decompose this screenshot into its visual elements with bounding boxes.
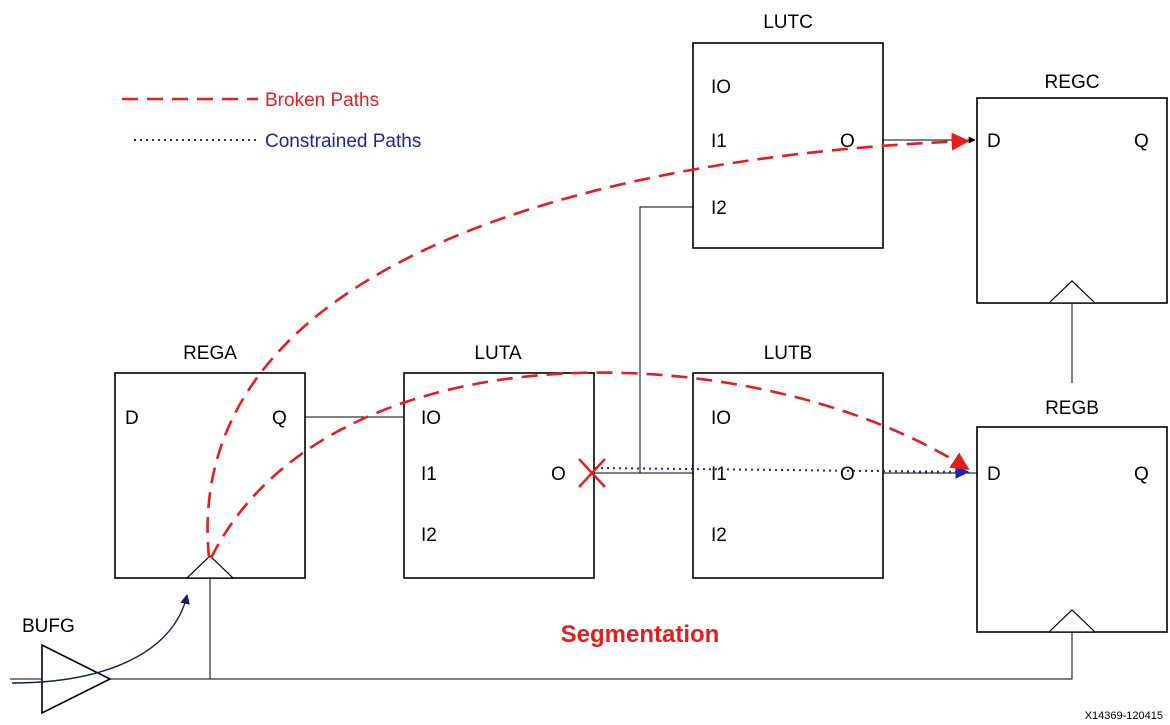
wire-branch-to-lutc-i2 (639, 206, 693, 473)
wires (10, 136, 1073, 680)
lutb-pin-o: O (840, 464, 855, 485)
regb-box (976, 426, 1168, 633)
lutc-pin-i2: I2 (711, 198, 727, 219)
legend-constrained-label: Constrained Paths (265, 131, 421, 152)
lutc-pin-o: O (840, 131, 855, 152)
regb-pin-q: Q (1134, 464, 1149, 485)
lutb-pin-i2: I2 (711, 525, 727, 546)
luta-box (403, 372, 595, 579)
rega-clock-triangle (185, 555, 235, 579)
broken-path-rega-to-regb (209, 371, 970, 559)
constrained-path (594, 464, 970, 479)
wire-clock-net (110, 631, 1073, 680)
regc-pin-q: Q (1134, 131, 1149, 152)
lutc-box (692, 42, 884, 249)
lutb-title: LUTB (764, 343, 813, 364)
segmentation-label: Segmentation (561, 621, 720, 648)
lutb-pin-io: IO (711, 408, 731, 429)
regc-block: REGC D Q (976, 72, 1168, 304)
luta-pin-i1: I1 (421, 464, 437, 485)
rega-block: REGA D Q (114, 343, 306, 579)
figure-id: X14369-120415 (1085, 710, 1163, 722)
bufg-buffer-symbol (41, 643, 112, 715)
lutc-block: LUTC IO I1 I2 O (692, 12, 884, 249)
lutc-pin-i1: I1 (711, 131, 727, 152)
bufg-block: BUFG (22, 616, 112, 715)
lutc-title: LUTC (763, 12, 813, 33)
regc-clock-triangle (1047, 280, 1097, 304)
lutc-pin-io: IO (711, 77, 731, 98)
regb-block: REGB D Q (976, 398, 1168, 633)
lutb-box (692, 372, 884, 579)
legend: Broken Paths Constrained Paths (122, 90, 421, 152)
rega-pin-d: D (125, 408, 139, 429)
bufg-title: BUFG (22, 616, 75, 637)
rega-title: REGA (183, 343, 237, 364)
regc-pin-d: D (987, 131, 1001, 152)
clock-path-arrow (11, 594, 190, 684)
regc-box (976, 97, 1168, 304)
luta-pin-i2: I2 (421, 525, 437, 546)
lutb-block: LUTB IO I1 I2 O (692, 343, 884, 579)
regb-pin-d: D (987, 464, 1001, 485)
luta-block: LUTA IO I1 I2 O (403, 343, 595, 579)
regb-title: REGB (1045, 398, 1099, 419)
luta-pin-o: O (551, 464, 566, 485)
lutb-pin-i1: I1 (711, 464, 727, 485)
regb-clock-triangle (1047, 609, 1097, 633)
rega-box (114, 372, 306, 579)
luta-title: LUTA (474, 343, 521, 364)
regc-title: REGC (1045, 72, 1100, 93)
legend-broken-label: Broken Paths (265, 90, 379, 111)
luta-pin-io: IO (421, 408, 441, 429)
rega-pin-q: Q (272, 408, 287, 429)
segmentation-cross-mark (578, 458, 606, 488)
